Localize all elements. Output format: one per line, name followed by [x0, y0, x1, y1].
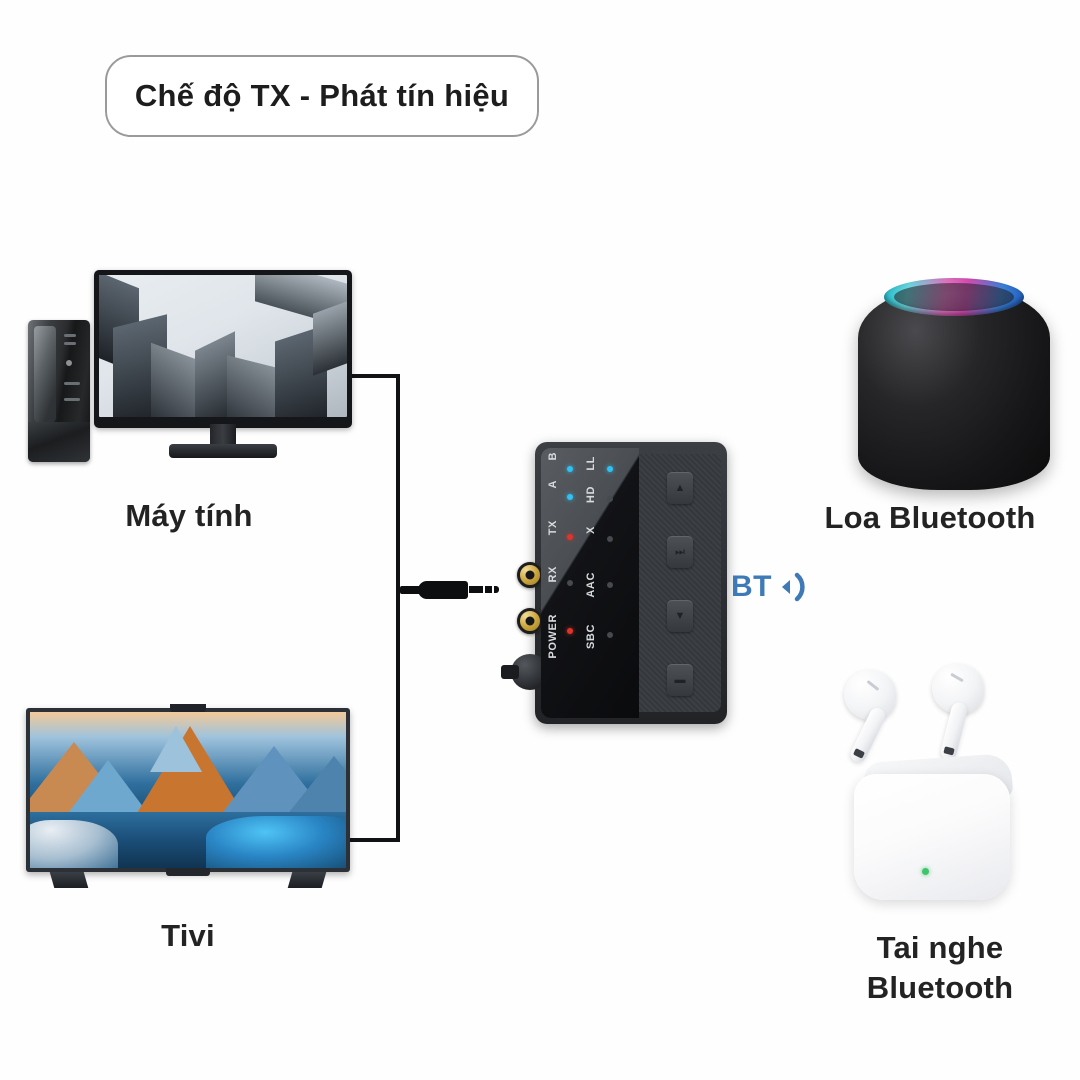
aux-plug	[400, 578, 499, 602]
led-label-a: A	[547, 480, 559, 489]
monitor-stand-base	[169, 444, 277, 458]
bt-label: BT	[731, 570, 772, 603]
screen-mountain	[150, 726, 202, 772]
device-button-strip: ▲ ⏭ ▼ ▬	[639, 454, 721, 712]
device-led-panel: POWER RX TX A B SBC AAC X HD LL	[541, 448, 639, 718]
bluetooth-speaker-illustration	[858, 272, 1050, 490]
led-sbc	[607, 632, 613, 638]
earbuds-status-led	[922, 868, 929, 875]
led-hd	[607, 496, 613, 502]
led-label-power: POWER	[547, 614, 559, 659]
screen-mountain	[286, 756, 346, 816]
plug-cord	[400, 586, 422, 594]
monitor-frame	[94, 270, 352, 428]
monitor-screen	[99, 275, 347, 417]
mode-title-badge: Chế độ TX - Phát tín hiệu	[105, 55, 539, 137]
tv-screen	[30, 712, 346, 868]
screen-snow-foreground	[30, 820, 118, 868]
led-b	[567, 466, 573, 472]
led-label-rx: RX	[547, 566, 559, 583]
led-ll	[607, 466, 613, 472]
device-button-mode[interactable]: ▬	[667, 664, 693, 696]
led-rx	[567, 580, 573, 586]
screen-ice-foreground	[206, 816, 346, 868]
rca-ring-top	[517, 562, 543, 588]
tower-slot	[64, 398, 80, 401]
page-title: Chế độ TX - Phát tín hiệu	[134, 78, 510, 113]
tv-center-foot	[166, 868, 210, 876]
tower-slot	[64, 334, 76, 337]
led-label-x: X	[585, 526, 597, 534]
tower-slot	[64, 342, 76, 345]
bluetooth-transmitter-device: POWER RX TX A B SBC AAC X HD LL ▲ ⏭	[497, 438, 727, 728]
monitor-icon	[94, 270, 352, 458]
led-label-tx: TX	[547, 520, 559, 536]
plug-tip-2	[485, 586, 492, 593]
tv-illustration	[26, 704, 350, 888]
computer-label: Máy tính	[125, 498, 253, 533]
monitor-stand-neck	[210, 424, 236, 446]
led-label-ll: LL	[585, 456, 597, 471]
plug-tip-3	[494, 586, 499, 593]
led-label-sbc: SBC	[585, 624, 597, 650]
tv-label: Tivi	[161, 918, 215, 953]
tv-top-notch	[170, 704, 206, 712]
speaker-body	[858, 286, 1050, 490]
led-label-hd: HD	[585, 486, 597, 504]
earbuds-label-line1: Tai nghe	[876, 930, 1004, 965]
wire-top-horizontal	[350, 374, 400, 378]
tower-power-dot	[66, 360, 72, 366]
pc-tower-icon	[28, 320, 90, 462]
plug-body	[418, 581, 468, 599]
plug-tip-1	[469, 586, 483, 593]
led-tx	[567, 534, 573, 540]
led-label-b: B	[547, 452, 559, 461]
led-power	[567, 628, 573, 634]
speaker-top-inner	[894, 283, 1014, 311]
tv-foot-left	[49, 872, 89, 888]
wire-vertical	[396, 374, 400, 842]
computer-illustration	[24, 270, 354, 480]
rca-ring-bottom	[517, 608, 543, 634]
bluetooth-earbuds-label: Tai nghe Bluetooth	[800, 928, 1080, 1007]
device-button-up[interactable]: ▲	[667, 472, 693, 504]
led-label-aac: AAC	[585, 572, 597, 598]
tv-frame	[26, 704, 350, 872]
bluetooth-speaker-label: Loa Bluetooth	[824, 500, 1036, 535]
wire-bottom-horizontal	[350, 838, 400, 842]
tower-slot	[64, 382, 80, 385]
led-x	[607, 536, 613, 542]
speaker-wave-icon	[777, 570, 817, 604]
device-button-down[interactable]: ▼	[667, 600, 693, 632]
bluetooth-indicator: BT	[731, 570, 817, 604]
earbuds-label-line2: Bluetooth	[866, 969, 1014, 1005]
device-button-next[interactable]: ⏭	[667, 536, 693, 568]
earbuds-charging-case	[854, 774, 1010, 900]
bluetooth-earbuds-illustration	[828, 662, 1062, 906]
led-aac	[607, 582, 613, 588]
led-a	[567, 494, 573, 500]
tv-foot-right	[287, 872, 327, 888]
